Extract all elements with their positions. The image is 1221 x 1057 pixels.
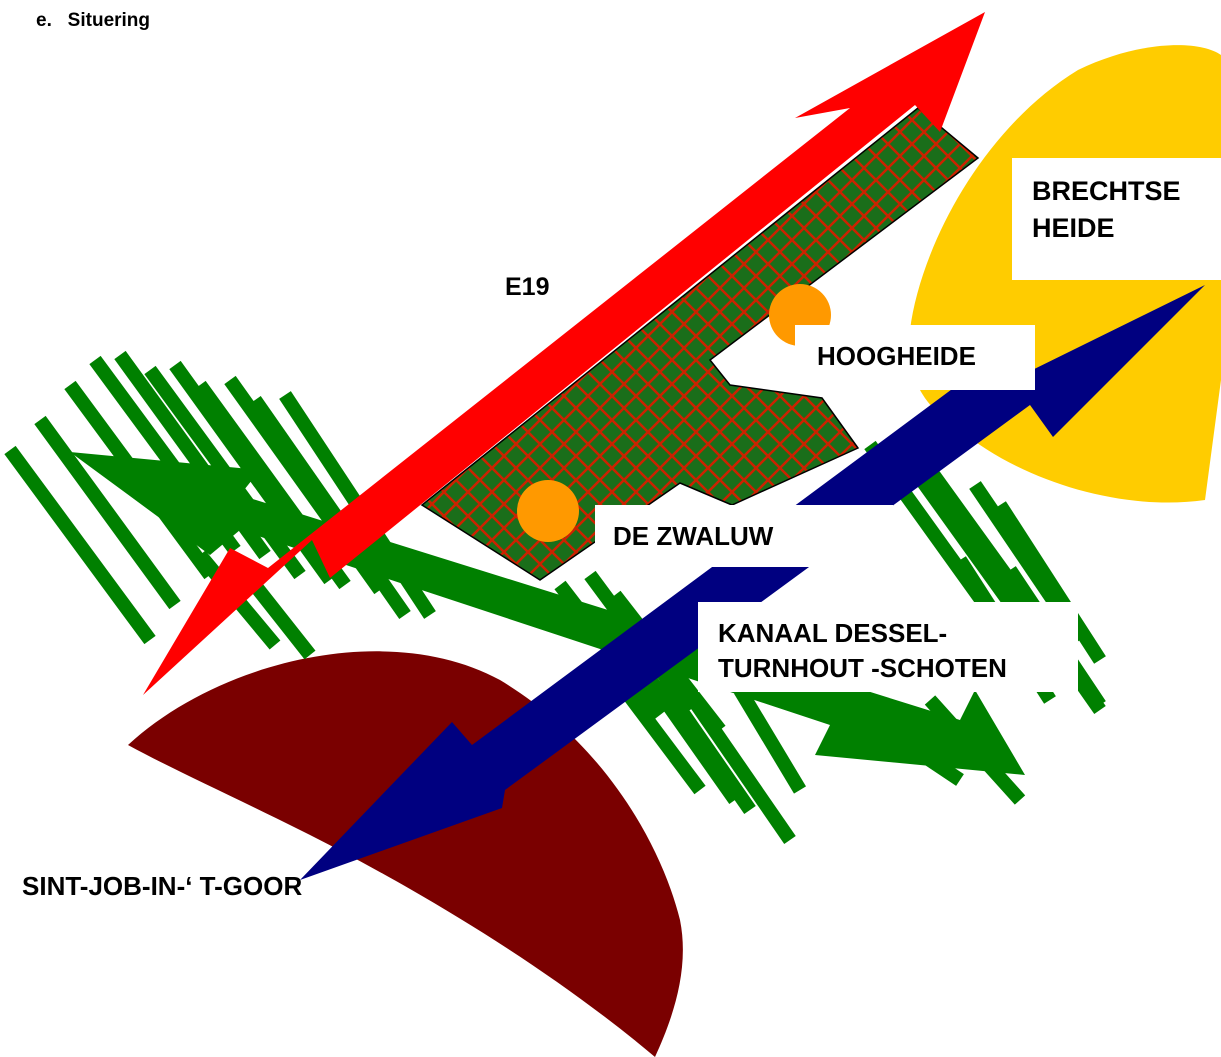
- section-heading: e. Situering: [36, 10, 150, 31]
- hoogheide-label: HOOGHEIDE: [817, 341, 976, 371]
- brechtse-heide-label-box: [1012, 158, 1221, 280]
- green-corridor-arrow: [70, 452, 1025, 775]
- brechtse-heide-label-line2: HEIDE: [1032, 213, 1115, 243]
- kanaal-label-box: [698, 602, 1078, 692]
- e19-label: E19: [505, 273, 549, 301]
- kanaal-label-line1: KANAAL DESSEL-: [718, 618, 947, 648]
- de-zwaluw-dot: [517, 480, 579, 542]
- canal-arrow: [300, 285, 1205, 880]
- de-zwaluw-label-box: [595, 505, 893, 567]
- hoogheide-label-box: [795, 325, 1035, 390]
- sint-job-label: SINT-JOB-IN-‘ T-GOOR: [22, 871, 302, 901]
- kanaal-label-line2: TURNHOUT -SCHOTEN: [718, 653, 1007, 683]
- e19-road-arrow: [143, 12, 985, 695]
- brechtse-heide-label-line1: BRECHTSE: [1032, 176, 1181, 206]
- de-zwaluw-label: DE ZWALUW: [613, 521, 774, 551]
